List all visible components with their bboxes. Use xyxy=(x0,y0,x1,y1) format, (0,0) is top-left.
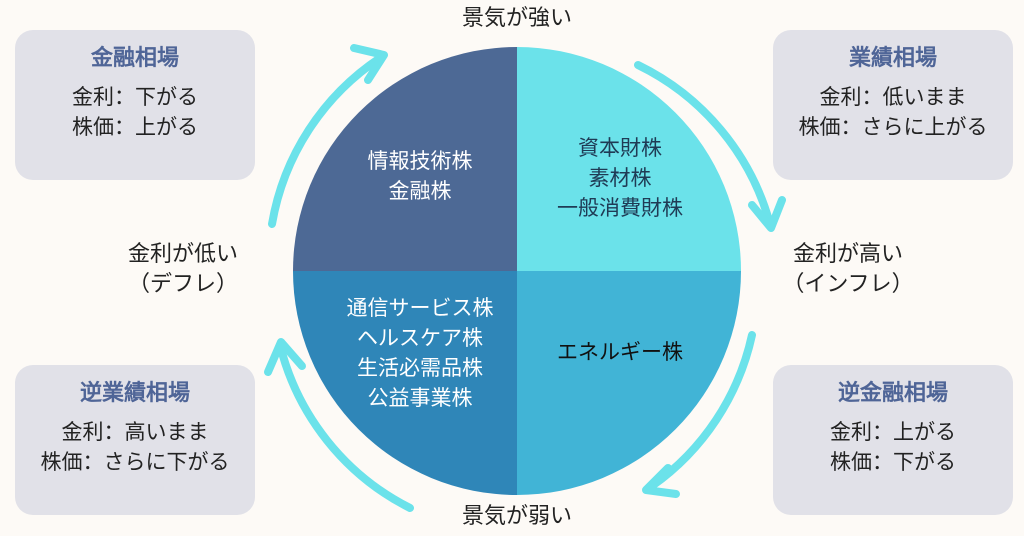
card-title: 業績相場 xyxy=(848,46,937,71)
sector-label: エネルギー株 xyxy=(557,340,683,364)
sector-label: 資本財株 xyxy=(578,136,662,160)
card-line: 株価：上がる xyxy=(72,115,198,139)
top-label: 景気が強い xyxy=(461,6,572,31)
card-gyaku-gyoseki-soba: 逆業績相場 金利：高いまま 株価：さらに下がる xyxy=(15,365,255,515)
arrow-lower-right-head xyxy=(642,464,680,498)
card-title: 逆業績相場 xyxy=(79,381,190,406)
arrow-lower-left-head xyxy=(264,338,306,376)
quadrant-top-right-text: 資本財株 素材株 一般消費財株 xyxy=(535,133,705,223)
quadrant-bottom-left xyxy=(293,271,517,495)
card-line: 株価：下がる xyxy=(830,450,956,474)
arrow-upper-right xyxy=(634,61,774,228)
quadrant-top-left-text: 情報技術株 金融株 xyxy=(340,146,500,206)
right-label-line-2: （インフレ） xyxy=(782,272,914,297)
sector-label: 金融株 xyxy=(388,179,452,203)
left-label: 金利が低い （デフレ） xyxy=(108,240,258,300)
sector-label: 公益事業株 xyxy=(367,386,473,410)
card-line: 株価：さらに上がる xyxy=(798,115,988,139)
quadrant-bottom-right xyxy=(517,271,741,495)
arrow-lower-left xyxy=(276,341,414,512)
card-gyoseki-soba: 業績相場 金利：低いまま 株価：さらに上がる xyxy=(773,30,1013,180)
sector-label: 通信サービス株 xyxy=(346,296,494,320)
quadrant-top-right xyxy=(517,47,741,271)
card-line: 金利：上がる xyxy=(830,420,956,444)
card-kinyu-soba: 金融相場 金利：下がる 株価：上がる xyxy=(15,30,255,180)
arrow-upper-right-head xyxy=(748,196,786,232)
card-gyaku-kinyu-soba: 逆金融相場 金利：上がる 株価：下がる xyxy=(773,365,1013,515)
right-label: 金利が高い （インフレ） xyxy=(768,240,928,300)
sector-label: 一般消費財株 xyxy=(557,196,683,220)
left-label-line-1: 金利が低い xyxy=(127,242,238,267)
quadrant-bottom-right-text: エネルギー株 xyxy=(535,337,705,367)
arrow-lower-right xyxy=(648,331,756,490)
quadrant-bottom-left-text: 通信サービス株 ヘルスケア株 生活必需品株 公益事業株 xyxy=(335,293,505,413)
card-line: 株価：さらに下がる xyxy=(40,450,230,474)
card-title: 金融相場 xyxy=(90,46,179,71)
card-line: 金利：低いまま xyxy=(819,85,967,109)
card-line: 金利：下がる xyxy=(72,85,198,109)
arrow-upper-left-head xyxy=(350,44,388,84)
card-title: 逆金融相場 xyxy=(837,381,948,406)
left-label-line-2: （デフレ） xyxy=(127,272,238,297)
quadrant-top-left xyxy=(293,47,517,271)
arrow-upper-left xyxy=(268,54,384,228)
sector-label: ヘルスケア株 xyxy=(357,326,483,350)
bottom-label: 景気が弱い xyxy=(461,504,572,529)
card-line: 金利：高いまま xyxy=(61,420,209,444)
right-label-line-1: 金利が高い xyxy=(792,242,903,267)
sector-label: 生活必需品株 xyxy=(357,356,483,380)
sector-label: 素材株 xyxy=(588,166,652,190)
sector-label: 情報技術株 xyxy=(367,149,473,173)
